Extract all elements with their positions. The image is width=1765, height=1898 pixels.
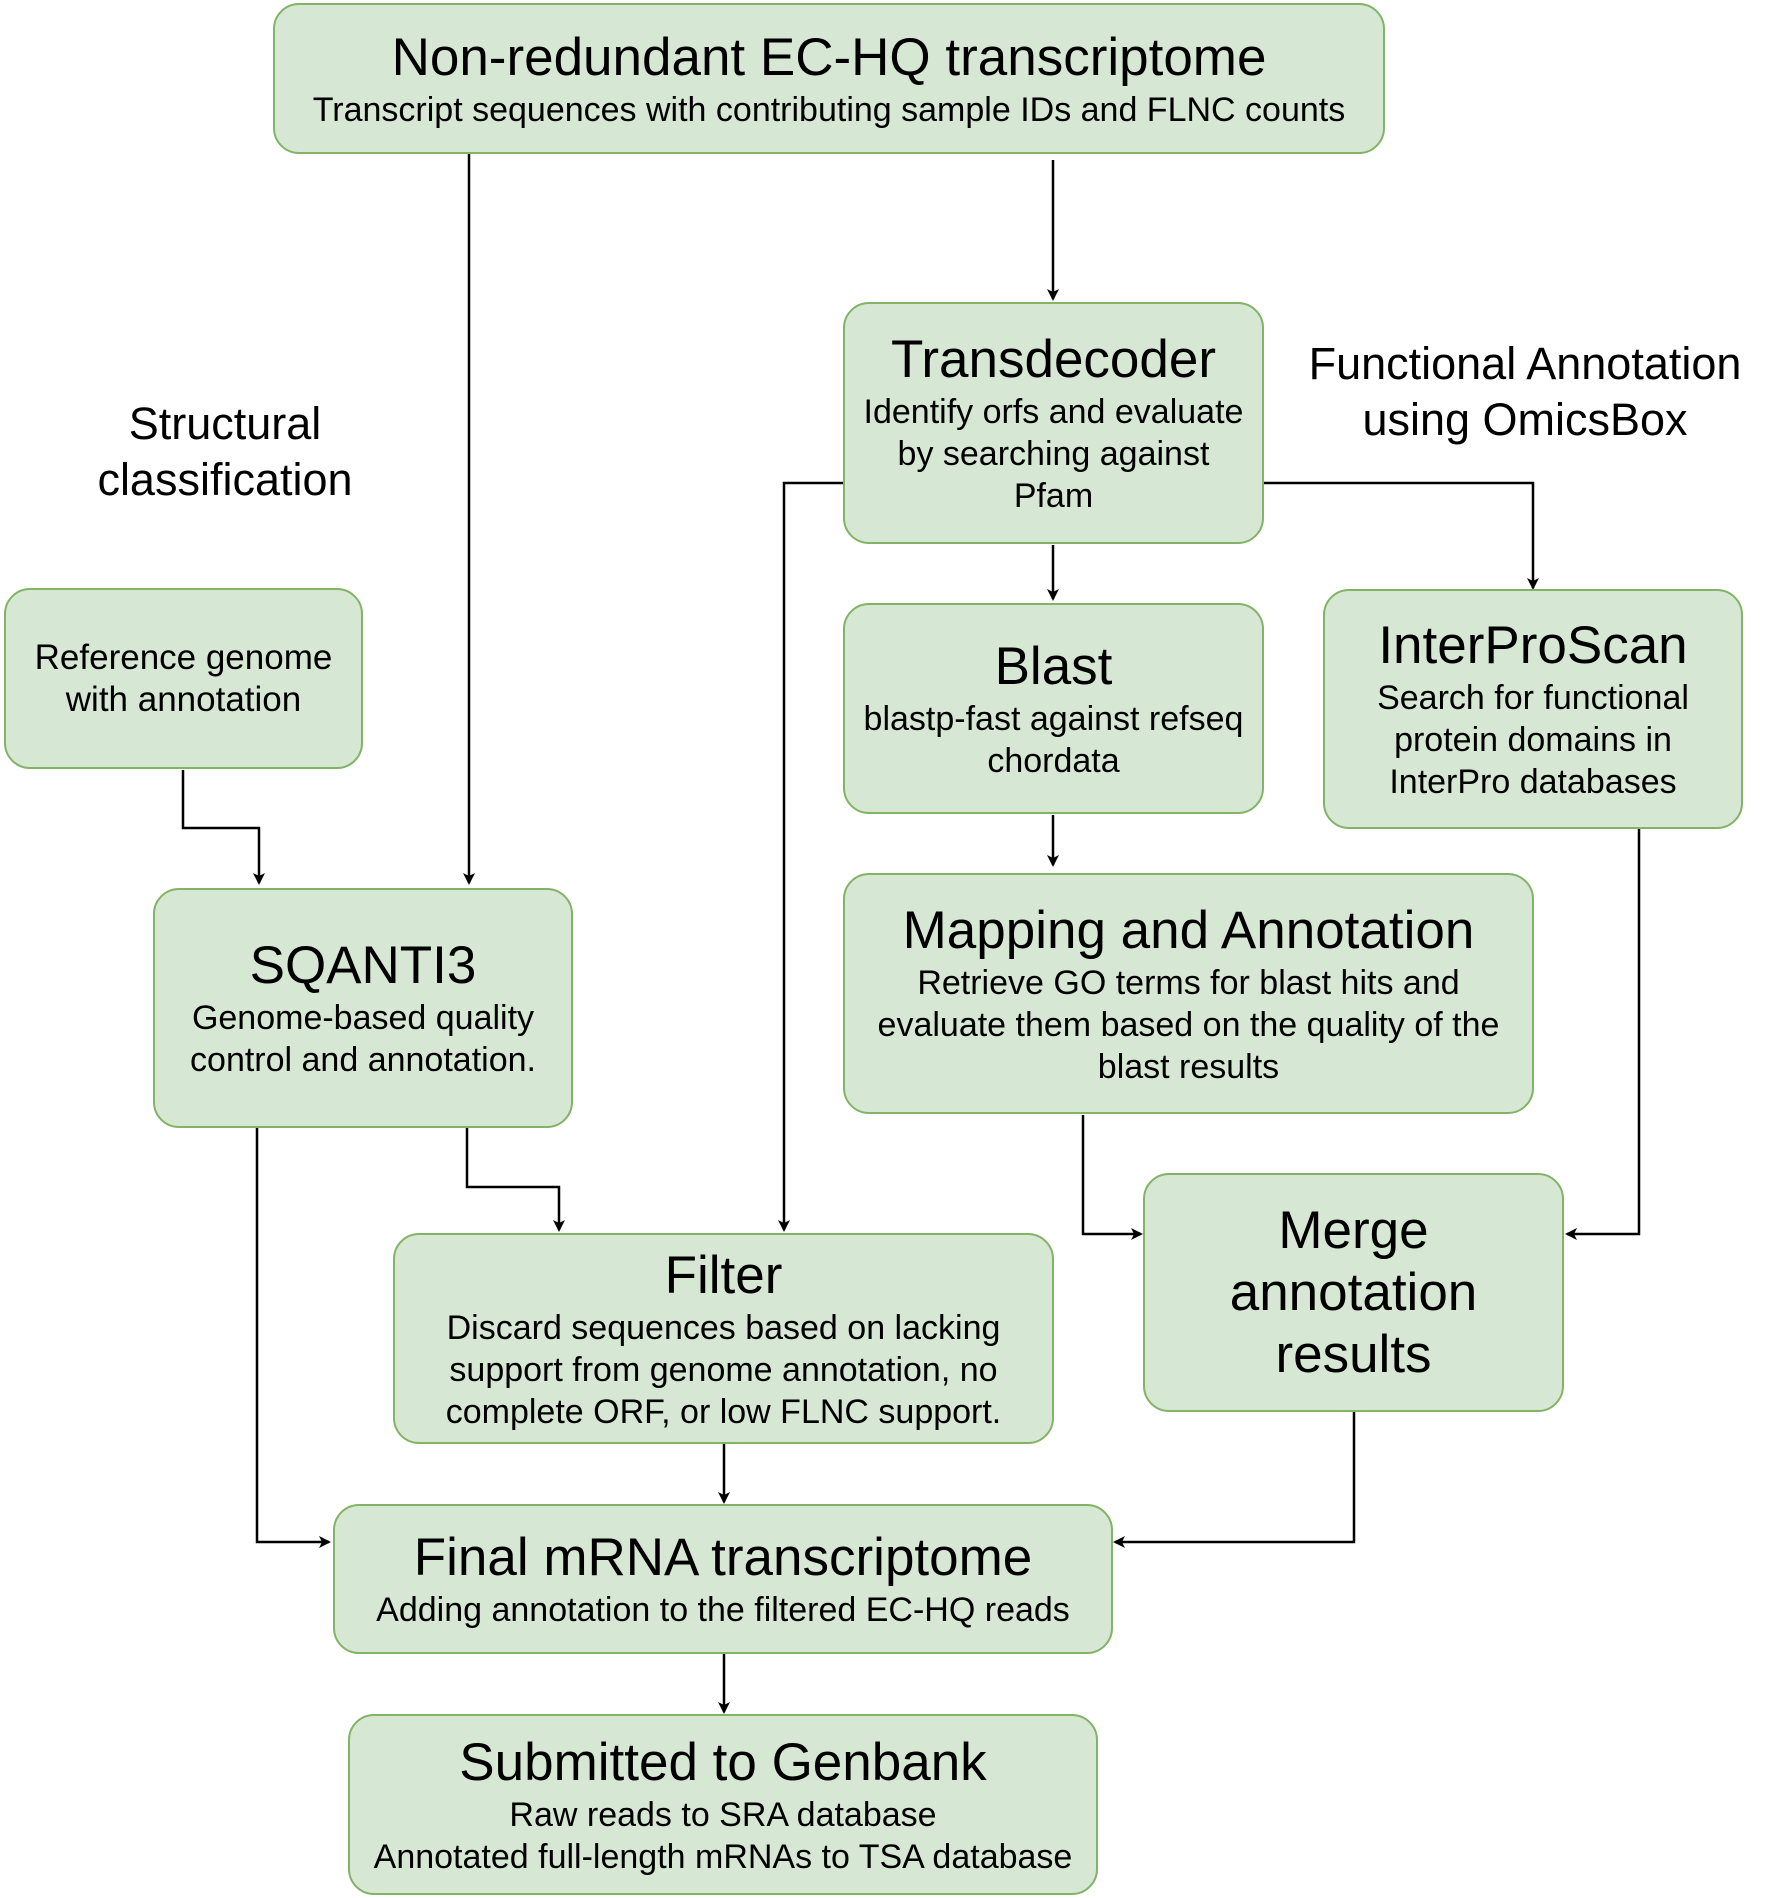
node-transdecoder: Transdecoder Identify orfs and evaluate …	[843, 302, 1264, 544]
node-description: Search for functional protein domains in…	[1377, 679, 1689, 801]
edge-ref-genome-to-sqanti3	[181, 770, 265, 885]
edge-mapping-to-merge	[1081, 1115, 1143, 1240]
node-title: Mapping and Annotation	[902, 900, 1475, 960]
node-description: Discard sequences based on lacking suppo…	[445, 1308, 1002, 1431]
node-merge-annotation-results: Merge annotation results	[1143, 1173, 1564, 1412]
functional-annotation-caption: Functional Annotation using OmicsBox	[1308, 338, 1742, 445]
node-reference-genome: Reference genome with annotation	[4, 588, 363, 769]
edge-transdecoder-to-filter	[778, 481, 843, 1232]
node-description: Transcript sequences with contributing s…	[312, 90, 1346, 129]
node-description: Genome-based quality control and annotat…	[190, 999, 536, 1079]
node-description: Adding annotation to the filtered EC-HQ …	[376, 1591, 1070, 1629]
node-title: InterProScan	[1378, 616, 1688, 675]
edge-sqanti3-to-final	[255, 1128, 331, 1548]
node-title: Transdecoder	[890, 330, 1217, 389]
edge-interproscan-to-merge	[1565, 829, 1641, 1240]
node-title: Final mRNA transcriptome	[413, 1528, 1033, 1587]
structural-classification-caption: Structural classification	[97, 398, 353, 505]
node-title: Blast	[994, 636, 1113, 696]
edge-merge-to-final	[1113, 1412, 1356, 1548]
node-non-redundant-transcriptome: Non-redundant EC-HQ transcriptome Transc…	[273, 3, 1385, 154]
node-interproscan: InterProScan Search for functional prote…	[1323, 589, 1743, 829]
node-mapping-and-annotation: Mapping and Annotation Retrieve GO terms…	[843, 873, 1534, 1114]
edge-sqanti3-to-filter	[465, 1128, 565, 1232]
node-description: Reference genome with annotation	[34, 637, 333, 719]
node-title: SQANTI3	[249, 936, 477, 995]
node-description: Raw reads to SRA database Annotated full…	[373, 1795, 1073, 1876]
node-filter: Filter Discard sequences based on lackin…	[393, 1233, 1054, 1444]
node-blast: Blast blastp-fast against refseq chordat…	[843, 603, 1264, 814]
node-submitted-to-genbank: Submitted to Genbank Raw reads to SRA da…	[348, 1714, 1098, 1895]
node-title: Merge annotation results	[1229, 1200, 1478, 1384]
node-title: Submitted to Genbank	[459, 1732, 987, 1792]
node-final-mrna-transcriptome: Final mRNA transcriptome Adding annotati…	[333, 1504, 1113, 1654]
node-title: Filter	[664, 1245, 783, 1305]
node-title: Non-redundant EC-HQ transcriptome	[391, 27, 1267, 87]
edge-transdecoder-to-interproscan	[1264, 481, 1539, 590]
node-description: Retrieve GO terms for blast hits and eva…	[877, 963, 1500, 1086]
node-description: Identify orfs and evaluate by searching …	[863, 393, 1244, 515]
node-description: blastp-fast against refseq chordata	[863, 699, 1244, 780]
node-sqanti3: SQANTI3 Genome-based quality control and…	[153, 888, 573, 1128]
